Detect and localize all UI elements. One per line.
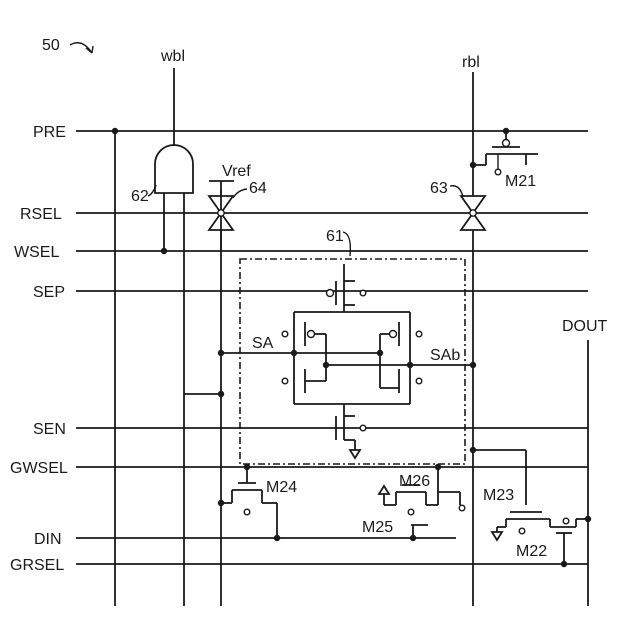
sense-amp-leader: [343, 232, 350, 256]
sa-right-pmos-terminal: [416, 331, 422, 337]
signal-label-gwsel: GWSEL: [10, 460, 68, 477]
sense-amp-ref-label: 61: [326, 228, 344, 245]
sep-pmos-bubble: [327, 290, 334, 297]
ground-arrow: [350, 450, 360, 458]
signal-label-din: DIN: [34, 531, 62, 548]
m21-gate-bubble: [503, 140, 510, 147]
sab-node-label: SAb: [430, 347, 460, 364]
sa-left-nmos-terminal: [282, 378, 288, 384]
m26-label: M26: [399, 473, 430, 490]
m25-label: M25: [362, 519, 393, 536]
m21-label: M21: [505, 173, 536, 190]
vref-label: Vref: [222, 163, 251, 180]
m23-label: M23: [483, 487, 514, 504]
figure-ref-leader: [70, 43, 92, 53]
sa-right-pmos-bubble: [390, 331, 397, 338]
sa-right-nmos-terminal: [416, 378, 422, 384]
dout-label: DOUT: [562, 318, 608, 335]
junction-dot: [503, 128, 509, 134]
m23-terminal: [519, 528, 525, 534]
vref-switch-ref-label: 64: [249, 180, 267, 197]
m24-label: M24: [266, 479, 297, 496]
m26-vdd-arrow: [379, 486, 389, 494]
m26-terminal: [408, 509, 414, 515]
and-gate-ref-label: 62: [131, 188, 149, 205]
m22-label: M22: [516, 543, 547, 560]
junction-dot: [561, 561, 567, 567]
sa-left-pmos-terminal: [282, 331, 288, 337]
sen-nmos-terminal: [360, 425, 366, 431]
rbl-switch-bubble: [470, 210, 476, 216]
signal-label-sen: SEN: [33, 421, 66, 438]
signal-label-wsel: WSEL: [14, 244, 59, 261]
signal-label-rsel: RSEL: [20, 206, 62, 223]
sep-pmos-terminal: [360, 290, 366, 296]
m23-gnd-arrow: [492, 532, 502, 540]
sa-node-label: SA: [252, 335, 274, 352]
m22-terminal: [563, 518, 569, 524]
vref-switch-bubble: [218, 210, 224, 216]
junction-dot: [244, 464, 250, 470]
junction-dot: [435, 464, 441, 470]
wbl-label: wbl: [160, 48, 185, 65]
signal-label-pre: PRE: [33, 124, 66, 141]
figure-ref-label: 50: [42, 37, 60, 54]
m24-terminal: [244, 509, 250, 515]
rbl-label: rbl: [462, 54, 480, 71]
rbl-switch-ref-label: 63: [430, 180, 448, 197]
vref-switch-leader: [233, 189, 247, 198]
junction-dot: [274, 535, 280, 541]
m21-terminal: [495, 169, 501, 175]
junction-dot: [161, 248, 167, 254]
sa-left-pmos-bubble: [308, 331, 315, 338]
m25-terminal: [459, 505, 465, 511]
signal-label-grsel: GRSEL: [10, 557, 64, 574]
and-gate: [155, 145, 193, 193]
junction-dot: [112, 128, 118, 134]
junction-dot: [410, 535, 416, 541]
signal-label-sep: SEP: [33, 284, 65, 301]
